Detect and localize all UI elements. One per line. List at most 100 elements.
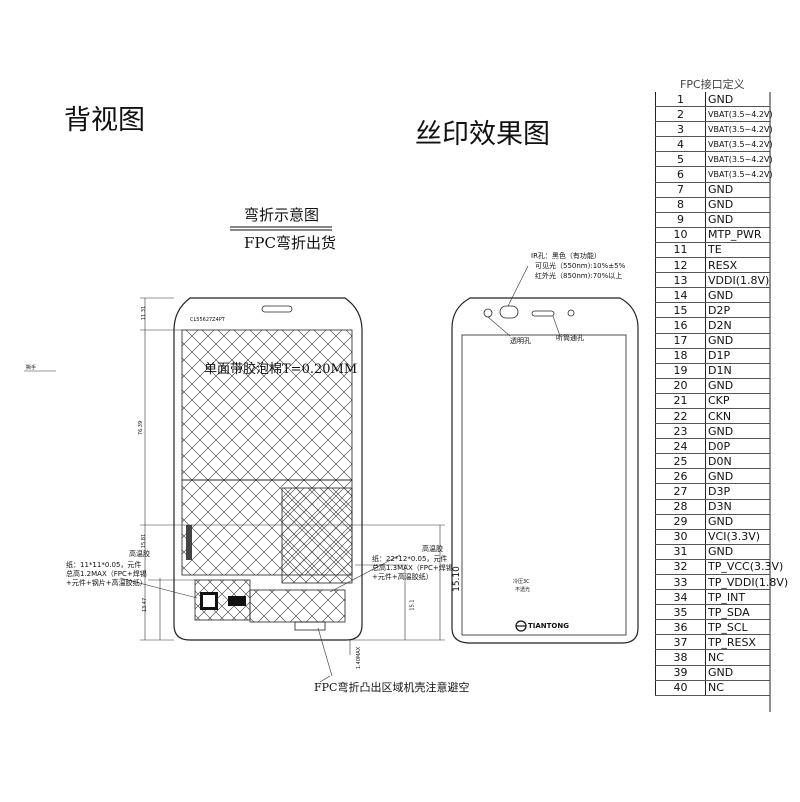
pin-signal: GND (705, 212, 770, 228)
pin-signal: D0P (705, 438, 770, 455)
pin-signal: TP_RESX (705, 634, 770, 651)
pin-signal: TE (705, 242, 770, 259)
pin-signal: TP_VDDI(1.8V) (705, 574, 788, 591)
tape2-title: 高温胶 (422, 545, 443, 553)
pin-number: 10 (655, 227, 706, 243)
pin-number: 31 (655, 544, 706, 560)
pin-number: 5 (655, 151, 706, 168)
pin-number: 22 (655, 408, 706, 425)
ir-visible-light: 可见光（550nm):10%±5% (535, 262, 626, 270)
pin-signal: D1N (705, 363, 770, 379)
bend-diagram-title: 弯折示意图 (244, 206, 320, 224)
pin-table-header: FPC接口定义 (680, 78, 745, 91)
pull-tab-label: 撕手 (26, 365, 37, 371)
pin-number: 9 (655, 212, 706, 228)
rear-view-title: 背视图 (64, 105, 145, 136)
pin-signal: NC (705, 649, 770, 666)
pin-number: 29 (655, 514, 706, 530)
tape2-line3: +元件+高温胶纸） (372, 573, 433, 581)
pin-number: 6 (655, 166, 706, 183)
pin-signal: GND (705, 514, 770, 530)
pin-signal: TP_VCC(3.3V) (705, 559, 783, 576)
pin-number: 21 (655, 393, 706, 409)
pin-number: 18 (655, 348, 706, 364)
fpc-bend-ship-title: FPC弯折出货 (244, 234, 336, 252)
pin-signal: D2P (705, 302, 770, 319)
dim-76-39: 76.39 (138, 420, 145, 436)
pin-signal: GND (705, 665, 770, 681)
pin-signal: VBAT(3.5~4.2V) (705, 106, 773, 123)
pin-number: 33 (655, 574, 706, 591)
pin-number: 38 (655, 649, 706, 666)
pin-signal: GND (705, 333, 770, 349)
pin-signal: RESX (705, 257, 770, 274)
pin-number: 36 (655, 619, 706, 636)
pin-signal: TP_SDA (705, 604, 770, 621)
pin-signal: TP_SCL (705, 619, 770, 636)
transparent-hole-label: 透明孔 (510, 337, 531, 345)
opaque-label: 不透光 (515, 587, 531, 593)
pin-signal: D0N (705, 453, 770, 470)
pin-number: 30 (655, 529, 706, 545)
pin-number: 35 (655, 604, 706, 621)
pin-number: 40 (655, 680, 706, 696)
pin-number: 25 (655, 453, 706, 470)
tape1-line2: 总高1.2MAX（FPC+焊锡 (66, 570, 147, 578)
rear-view-device (173, 297, 363, 641)
pin-number: 28 (655, 499, 706, 515)
pin-signal: GND (705, 92, 770, 108)
pin-signal: GND (705, 378, 770, 394)
pin-number: 3 (655, 121, 706, 138)
rear-view-dimensions (24, 297, 445, 677)
pin-signal: VCI(3.3V) (705, 529, 770, 545)
ir-infrared-light: 红外光（850nm):70%以上 (535, 272, 623, 280)
foam-label: 单面带胶泡棉T=0.20MM (204, 362, 358, 377)
tape2-line2: 总高1.3MAX（FPC+焊锡 (372, 564, 453, 572)
pin-number: 2 (655, 106, 706, 123)
pin-number: 16 (655, 317, 706, 334)
dim-13-47: 13.47 (142, 597, 149, 613)
pin-signal: VBAT(3.5~4.2V) (705, 136, 773, 153)
pin-number: 19 (655, 363, 706, 379)
silkscreen-device (451, 265, 639, 644)
cold-press-label: 冷压3C (513, 579, 530, 585)
pin-signal: TP_INT (705, 589, 770, 606)
tape1-line1: 纸：11*11*0.05，元件 (66, 561, 142, 569)
pin-signal: VBAT(3.5~4.2V) (705, 151, 773, 168)
tape1-title: 高温胶 (129, 550, 150, 558)
pin-signal: D1P (705, 348, 770, 364)
part-number: CL55627Z4PT (190, 317, 225, 323)
pin-signal: MTP_PWR (705, 227, 770, 243)
pin-number: 1 (655, 92, 706, 108)
pin-number: 17 (655, 333, 706, 349)
pin-number: 7 (655, 182, 706, 198)
pin-signal: D3N (705, 499, 770, 515)
